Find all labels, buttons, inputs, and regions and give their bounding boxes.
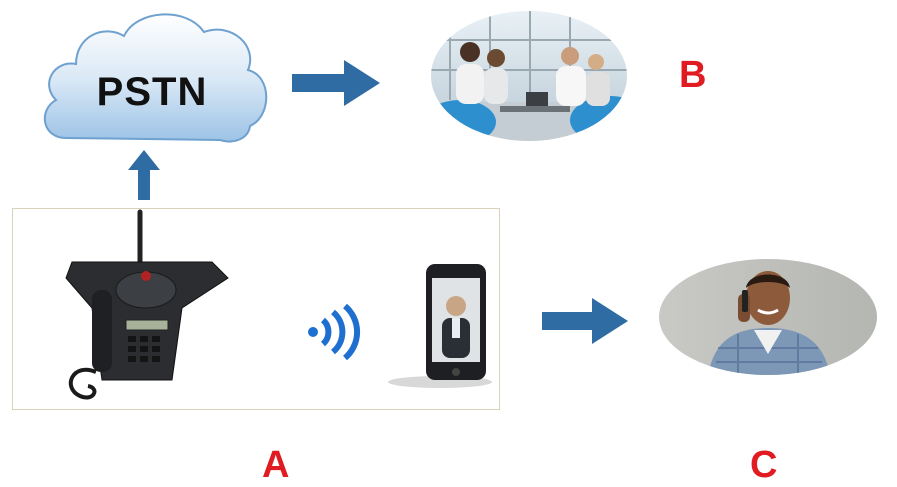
pstn-cloud-icon bbox=[43, 13, 268, 143]
arrow-right-icon bbox=[292, 60, 380, 106]
mobile-phone-icon bbox=[388, 264, 492, 388]
label-c: C bbox=[750, 444, 778, 486]
label-b: B bbox=[679, 54, 707, 96]
wifi-signal-icon bbox=[308, 303, 361, 361]
label-a: A bbox=[262, 444, 290, 486]
device-frame bbox=[12, 208, 500, 410]
arrow-right-icon bbox=[542, 298, 628, 344]
meeting-photo bbox=[431, 11, 627, 141]
pstn-label: PSTN bbox=[96, 70, 208, 114]
conference-phone-icon bbox=[65, 209, 229, 400]
person-on-phone-photo bbox=[659, 259, 877, 375]
arrow-up-icon bbox=[128, 150, 160, 200]
